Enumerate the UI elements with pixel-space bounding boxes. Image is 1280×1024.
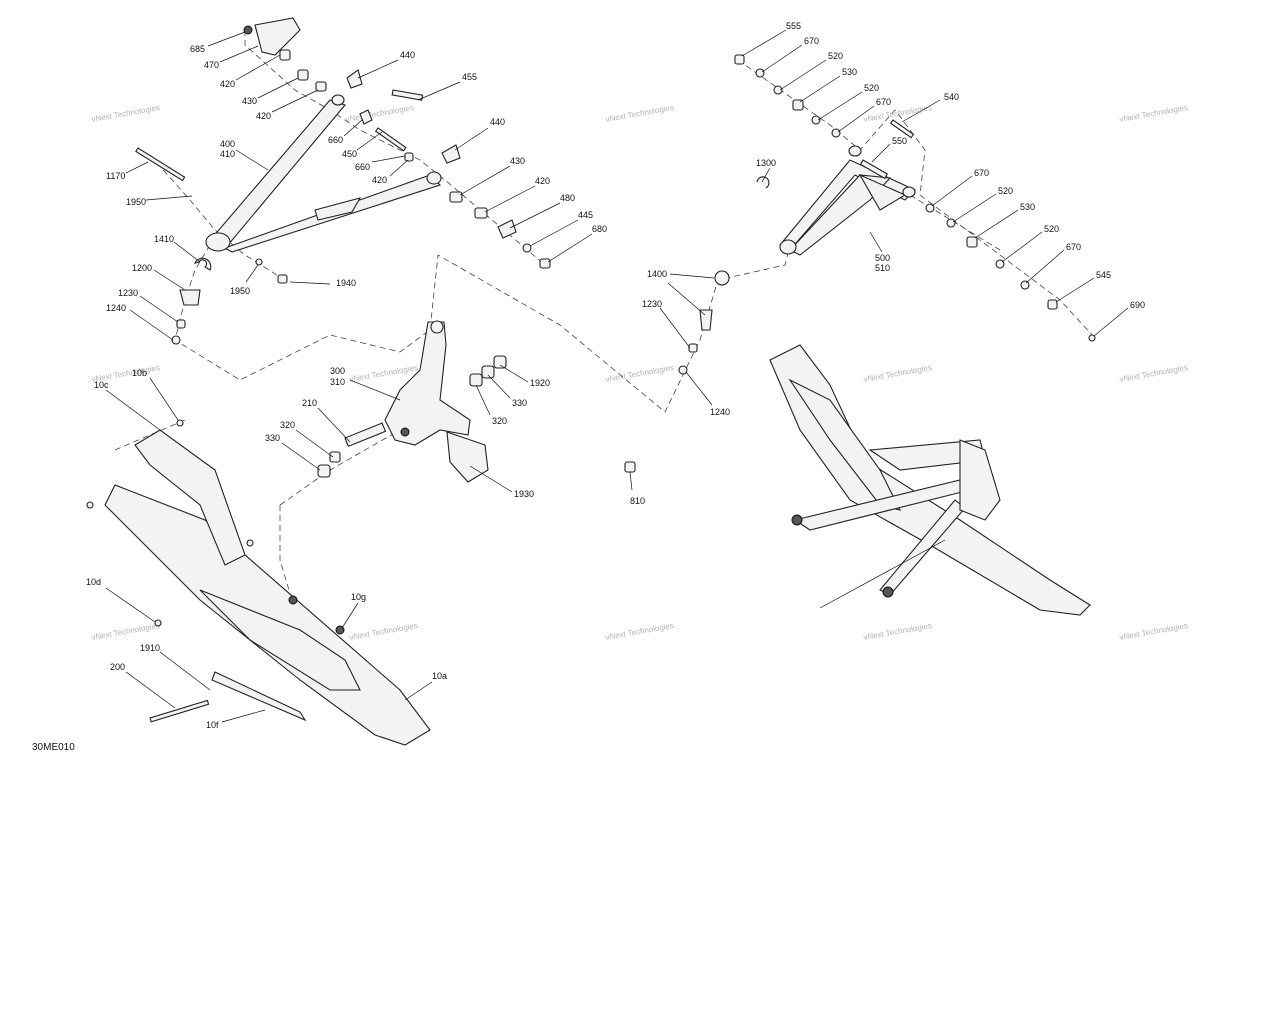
callout-1230: 1230 bbox=[642, 299, 662, 309]
callout-660: 660 bbox=[355, 162, 370, 172]
callout-420: 420 bbox=[372, 175, 387, 185]
callout-680: 680 bbox=[592, 224, 607, 234]
callout-330: 330 bbox=[512, 398, 527, 408]
callout-430: 430 bbox=[242, 96, 257, 106]
callout-10a: 10a bbox=[432, 671, 447, 681]
callout-670: 670 bbox=[1066, 242, 1081, 252]
watermark: vNext Technologies bbox=[605, 363, 675, 384]
callout-550: 550 bbox=[892, 136, 907, 146]
callout-1240: 1240 bbox=[106, 303, 126, 313]
callout-1920: 1920 bbox=[530, 378, 550, 388]
callout-420: 420 bbox=[256, 111, 271, 121]
callout-1930: 1930 bbox=[514, 489, 534, 499]
callout-510: 510 bbox=[875, 263, 890, 273]
callout-310: 310 bbox=[330, 377, 345, 387]
callout-200: 200 bbox=[110, 662, 125, 672]
callout-480: 480 bbox=[560, 193, 575, 203]
callout-210: 210 bbox=[302, 398, 317, 408]
callout-1950: 1950 bbox=[126, 197, 146, 207]
callout-1950: 1950 bbox=[230, 286, 250, 296]
hardware-upper-right bbox=[624, 54, 1096, 473]
watermark: vNext Technologies bbox=[1119, 621, 1189, 642]
callout-810: 810 bbox=[630, 496, 645, 506]
callout-420: 420 bbox=[220, 79, 235, 89]
callout-320: 320 bbox=[280, 420, 295, 430]
watermark: vNext Technologies bbox=[863, 363, 933, 384]
watermark: vNext Technologies bbox=[863, 621, 933, 642]
callout-10f: 10f bbox=[206, 720, 219, 730]
callout-660: 660 bbox=[328, 135, 343, 145]
callout-300: 300 bbox=[330, 366, 345, 376]
watermark: vNext Technologies bbox=[349, 363, 419, 384]
callout-10d: 10d bbox=[86, 577, 101, 587]
watermark: vNext Technologies bbox=[605, 103, 675, 124]
callout-530: 530 bbox=[1020, 202, 1035, 212]
callout-685: 685 bbox=[190, 44, 205, 54]
callout-10g: 10g bbox=[351, 592, 366, 602]
watermark: vNext Technologies bbox=[1119, 103, 1189, 124]
figure-id: 30ME010 bbox=[32, 742, 75, 753]
callout-670: 670 bbox=[974, 168, 989, 178]
ski-assembly-right bbox=[769, 344, 1091, 616]
callout-520: 520 bbox=[1044, 224, 1059, 234]
callout-330: 330 bbox=[265, 433, 280, 443]
watermark: vNext Technologies bbox=[349, 621, 419, 642]
hardware-upper-left bbox=[135, 17, 551, 345]
upper-a-arm-left bbox=[205, 94, 442, 253]
callout-420: 420 bbox=[535, 176, 550, 186]
callout-670: 670 bbox=[804, 36, 819, 46]
callout-440: 440 bbox=[490, 117, 505, 127]
callout-10b: 10b bbox=[132, 368, 147, 378]
watermark: vNext Technologies bbox=[1119, 363, 1189, 384]
watermark: vNext Technologies bbox=[91, 621, 161, 642]
callout-520: 520 bbox=[828, 51, 843, 61]
callout-1910: 1910 bbox=[140, 643, 160, 653]
callout-1410: 1410 bbox=[154, 234, 174, 244]
callout-430: 430 bbox=[510, 156, 525, 166]
callout-440: 440 bbox=[400, 50, 415, 60]
callouts: 685 470 420 430 420 440 455 660 450 660 … bbox=[86, 21, 1145, 730]
callout-1940: 1940 bbox=[336, 278, 356, 288]
callout-1170: 1170 bbox=[106, 171, 125, 181]
callout-545: 545 bbox=[1096, 270, 1111, 280]
callout-1300: 1300 bbox=[756, 158, 776, 168]
callout-690: 690 bbox=[1130, 300, 1145, 310]
callout-10c: 10c bbox=[94, 380, 109, 390]
callout-530: 530 bbox=[842, 67, 857, 77]
callout-555: 555 bbox=[786, 21, 801, 31]
callout-320: 320 bbox=[492, 416, 507, 426]
ski-left bbox=[86, 419, 431, 746]
callout-520: 520 bbox=[998, 186, 1013, 196]
callout-450: 450 bbox=[342, 149, 357, 159]
callout-1240: 1240 bbox=[710, 407, 730, 417]
callout-670: 670 bbox=[876, 97, 891, 107]
callout-540: 540 bbox=[944, 92, 959, 102]
callout-500: 500 bbox=[875, 253, 890, 263]
callout-470: 470 bbox=[204, 60, 219, 70]
callout-1400: 1400 bbox=[647, 269, 667, 279]
watermark: vNext Technologies bbox=[345, 103, 415, 124]
upper-a-arm-right bbox=[714, 145, 916, 286]
callout-1230: 1230 bbox=[118, 288, 138, 298]
watermark: vNext Technologies bbox=[91, 103, 161, 124]
callout-455: 455 bbox=[462, 72, 477, 82]
callout-520: 520 bbox=[864, 83, 879, 93]
spindle-bracket bbox=[317, 320, 507, 483]
callout-410: 410 bbox=[220, 149, 235, 159]
callout-400: 400 bbox=[220, 139, 235, 149]
watermark: vNext Technologies bbox=[605, 621, 675, 642]
callout-445: 445 bbox=[578, 210, 593, 220]
callout-1200: 1200 bbox=[132, 263, 152, 273]
